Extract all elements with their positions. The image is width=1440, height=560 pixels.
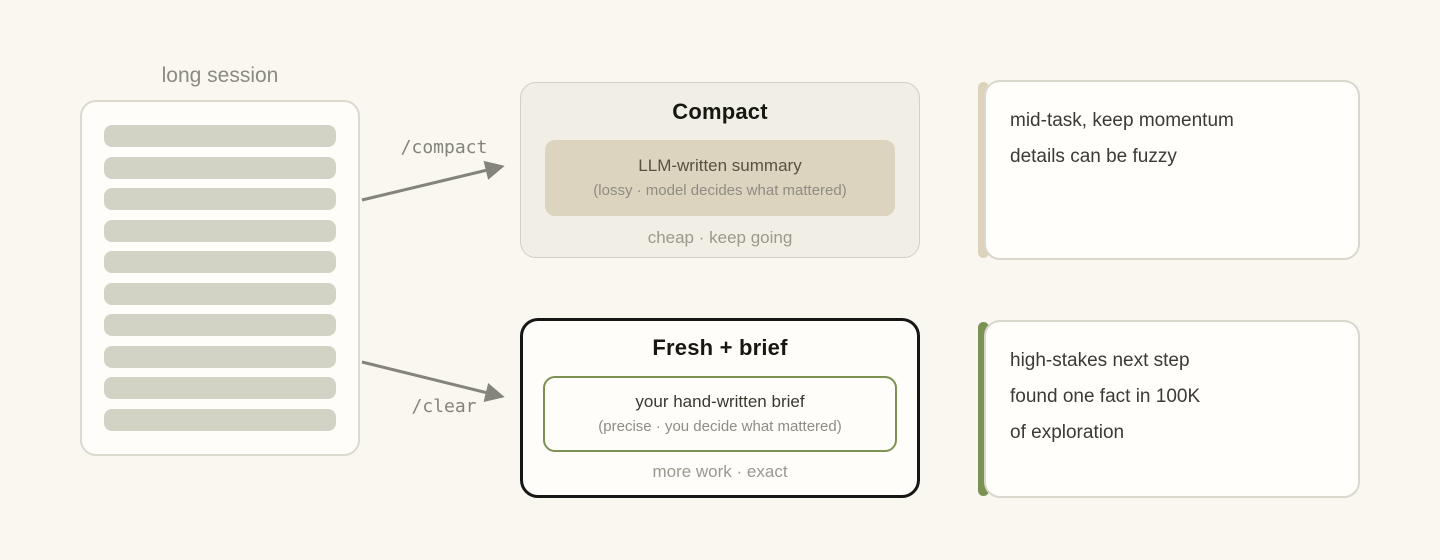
compact-arrow	[361, 160, 505, 202]
long-session-card	[80, 100, 360, 456]
session-text-bar	[104, 156, 336, 179]
fresh-summary-chip: your hand-written brief (precise · you d…	[543, 376, 897, 452]
fresh-title: Fresh + brief	[652, 335, 788, 360]
fresh-note-card: high-stakes next step found one fact in …	[984, 320, 1360, 498]
fresh-footer: more work · exact	[652, 462, 788, 481]
note-line: mid-task, keep momentum	[1010, 110, 1234, 131]
compact-summary-chip: LLM-written summary (lossy · model decid…	[545, 140, 895, 216]
session-text-bar	[104, 125, 336, 147]
compact-note-accent-bar	[978, 82, 989, 258]
compact-summary-sub: (lossy · model decides what mattered)	[593, 182, 847, 199]
session-text-bar	[104, 377, 336, 400]
compact-note: mid-task, keep momentum details can be f…	[978, 80, 1360, 260]
note-line: high-stakes next step	[1010, 350, 1190, 371]
clear-arrow-label: /clear	[411, 396, 477, 417]
session-text-bar	[104, 345, 336, 368]
session-text-bar	[104, 188, 336, 211]
compact-arrow-label: /compact	[400, 137, 488, 158]
compact-summary-main: LLM-written summary	[638, 156, 802, 175]
session-text-bar	[104, 408, 336, 431]
note-line: of exploration	[1010, 422, 1125, 443]
fresh-option-box: Fresh + brief your hand-written brief (p…	[520, 318, 920, 498]
fresh-note-accent-bar	[978, 322, 989, 496]
note-line: details can be fuzzy	[1010, 146, 1177, 167]
compact-title: Compact	[672, 99, 768, 124]
fresh-summary-main: your hand-written brief	[635, 392, 805, 411]
note-line: found one fact in 100K	[1010, 386, 1201, 407]
fresh-note: high-stakes next step found one fact in …	[978, 320, 1360, 498]
session-text-bar	[104, 251, 336, 274]
session-text-bar	[104, 219, 336, 242]
compact-option-box: Compact LLM-written summary (lossy · mod…	[520, 82, 920, 258]
long-session-label: long session	[161, 64, 279, 87]
session-text-bar	[104, 282, 336, 305]
session-text-bar	[104, 314, 336, 337]
compact-note-card: mid-task, keep momentum details can be f…	[984, 80, 1360, 260]
compact-footer: cheap · keep going	[647, 228, 793, 247]
fresh-summary-sub: (precise · you decide what mattered)	[598, 418, 842, 435]
clear-arrow	[361, 360, 505, 402]
